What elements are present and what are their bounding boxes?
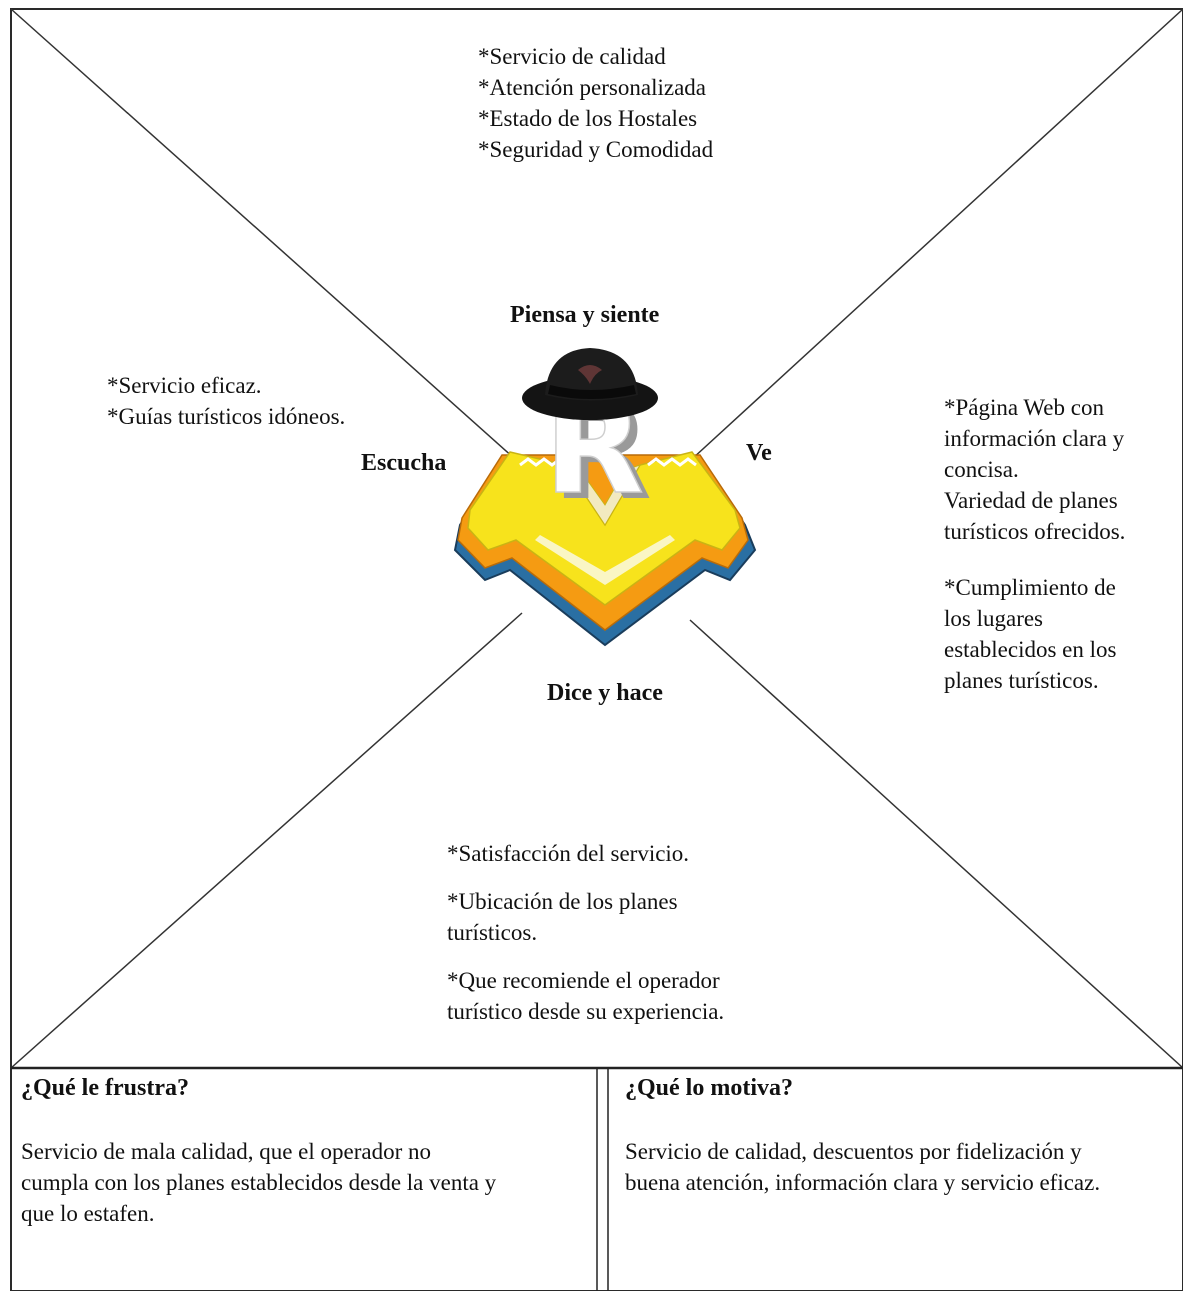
ve-line: concisa. [944,457,1019,482]
ve-line: información clara y [944,426,1125,451]
ve-line: *Página Web con [944,395,1104,420]
piensa-label: Piensa y siente [510,302,660,328]
piensa-item: *Servicio de calidad [478,44,666,69]
poncho-pale-band [535,535,675,585]
frustra-text: Servicio de mala calidad, que el operado… [21,1136,496,1229]
piensa-items: *Servicio de calidad *Atención personali… [478,41,713,165]
ve-items: *Página Web con información clara y conc… [944,392,1125,696]
diagonal-bottom-right [689,619,1183,1069]
escucha-label: Escucha [361,450,447,476]
frustra-line: que lo estafen. [21,1201,155,1226]
dice-items: *Satisfacción del servicio. *Ubicación d… [447,838,724,1027]
dice-item: turísticos. [447,920,538,945]
motiva-title: ¿Qué lo motiva? [625,1075,793,1101]
piensa-item: *Estado de los Hostales [478,106,698,131]
dice-item: turístico desde su experiencia. [447,999,725,1024]
ve-line: planes turísticos. [944,668,1099,693]
frustra-title: ¿Qué le frustra? [21,1075,189,1101]
diagonal-bottom-left [10,612,523,1069]
diagonal-top-left [10,8,534,476]
piensa-item: *Atención personalizada [478,75,706,100]
diagonal-top-right [679,8,1183,471]
ve-line: Variedad de planes [944,488,1118,513]
ve-line: *Cumplimiento de [944,575,1116,600]
escucha-items: *Servicio eficaz. *Guías turísticos idón… [107,370,345,432]
escucha-item: *Guías turísticos idóneos. [107,404,346,429]
dice-item: *Que recomiende el operador [447,968,720,993]
poncho-collar [563,464,642,526]
frustra-line: cumpla con los planes establecidos desde… [21,1170,497,1195]
ve-line: establecidos en los [944,637,1117,662]
piensa-item: *Seguridad y Comodidad [478,137,714,162]
ve-line [944,547,1125,572]
ve-line: turísticos ofrecidos. [944,519,1126,544]
hat-icon [522,348,658,420]
frustra-line: Servicio de mala calidad, que el operado… [21,1139,432,1164]
dice-item: *Satisfacción del servicio. [447,841,690,866]
persona-figure: R R [453,348,757,647]
dice-item: *Ubicación de los planes [447,889,678,914]
dice-label: Dice y hace [547,680,663,706]
escucha-item: *Servicio eficaz. [107,373,262,398]
motiva-text: Servicio de calidad, descuentos por fide… [625,1136,1100,1198]
ve-line: los lugares [944,606,1044,631]
motiva-line: Servicio de calidad, descuentos por fide… [625,1139,1082,1164]
motiva-line: buena atención, información clara y serv… [625,1170,1101,1195]
ve-label: Ve [746,440,772,466]
